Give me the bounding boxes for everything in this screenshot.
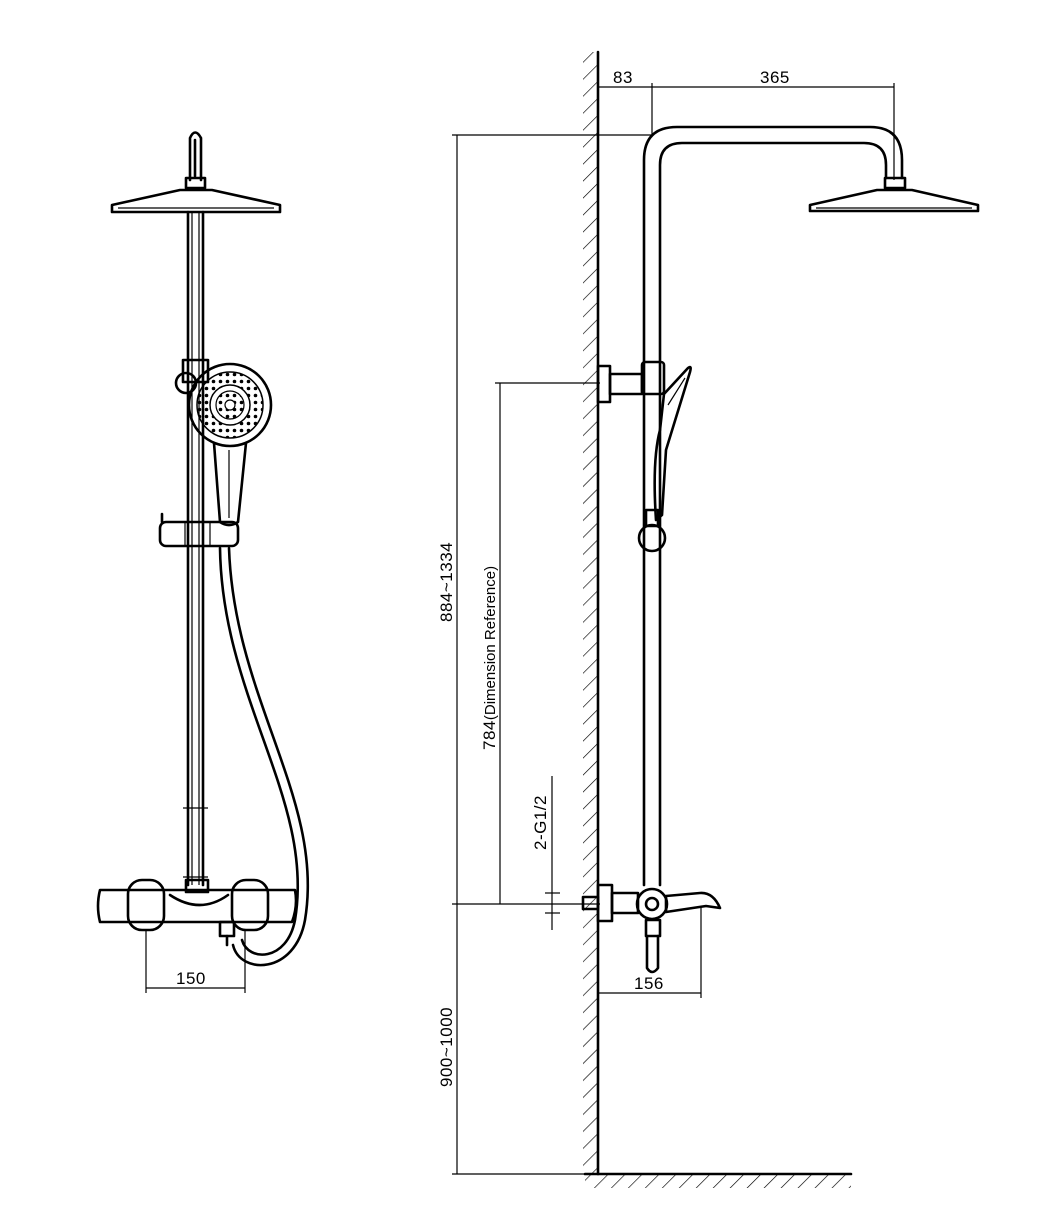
front-view: 150 (96, 131, 310, 993)
slide-bracket-front (158, 512, 240, 548)
dimension-83: 83 (598, 68, 653, 135)
dimension-156-label: 156 (634, 974, 664, 993)
dimension-900-1000-label: 900~1000 (437, 1007, 456, 1087)
dimension-83-label: 83 (613, 68, 633, 87)
hand-shower-front (187, 362, 273, 527)
side-view: 83 365 884~1334 784(Dimension Reference) (437, 50, 980, 1188)
rain-shower-head-side (808, 176, 980, 213)
dimension-150: 150 (145, 930, 246, 993)
dimension-150-label: 150 (176, 969, 206, 988)
wall-bracket-side (596, 360, 666, 404)
dimension-884-1334-label: 884~1334 (437, 542, 456, 622)
wall (583, 50, 600, 1176)
dimension-156: 156 (598, 906, 702, 998)
inlet-thread-label: 2-G1/2 (531, 795, 550, 850)
dimension-365: 365 (652, 68, 895, 180)
dimension-900-1000: 900~1000 (437, 904, 585, 1175)
riser-pipe-side (642, 125, 904, 887)
dimension-784: 784(Dimension Reference) (480, 382, 600, 904)
hand-shower-side (637, 365, 692, 553)
floor (583, 1172, 853, 1188)
dimension-365-label: 365 (760, 68, 790, 87)
riser-pipe-front (183, 210, 208, 887)
mixer-body-front (96, 878, 298, 947)
rain-shower-head-front (110, 188, 282, 214)
rain-head-stub (184, 131, 207, 190)
dimension-884-1334: 884~1334 (437, 134, 652, 904)
hose-front (218, 546, 310, 967)
mixer-body-side (581, 883, 722, 974)
inlet-thread-callout: 2-G1/2 (531, 776, 560, 930)
dimension-784-label: 784(Dimension Reference) (480, 566, 499, 750)
